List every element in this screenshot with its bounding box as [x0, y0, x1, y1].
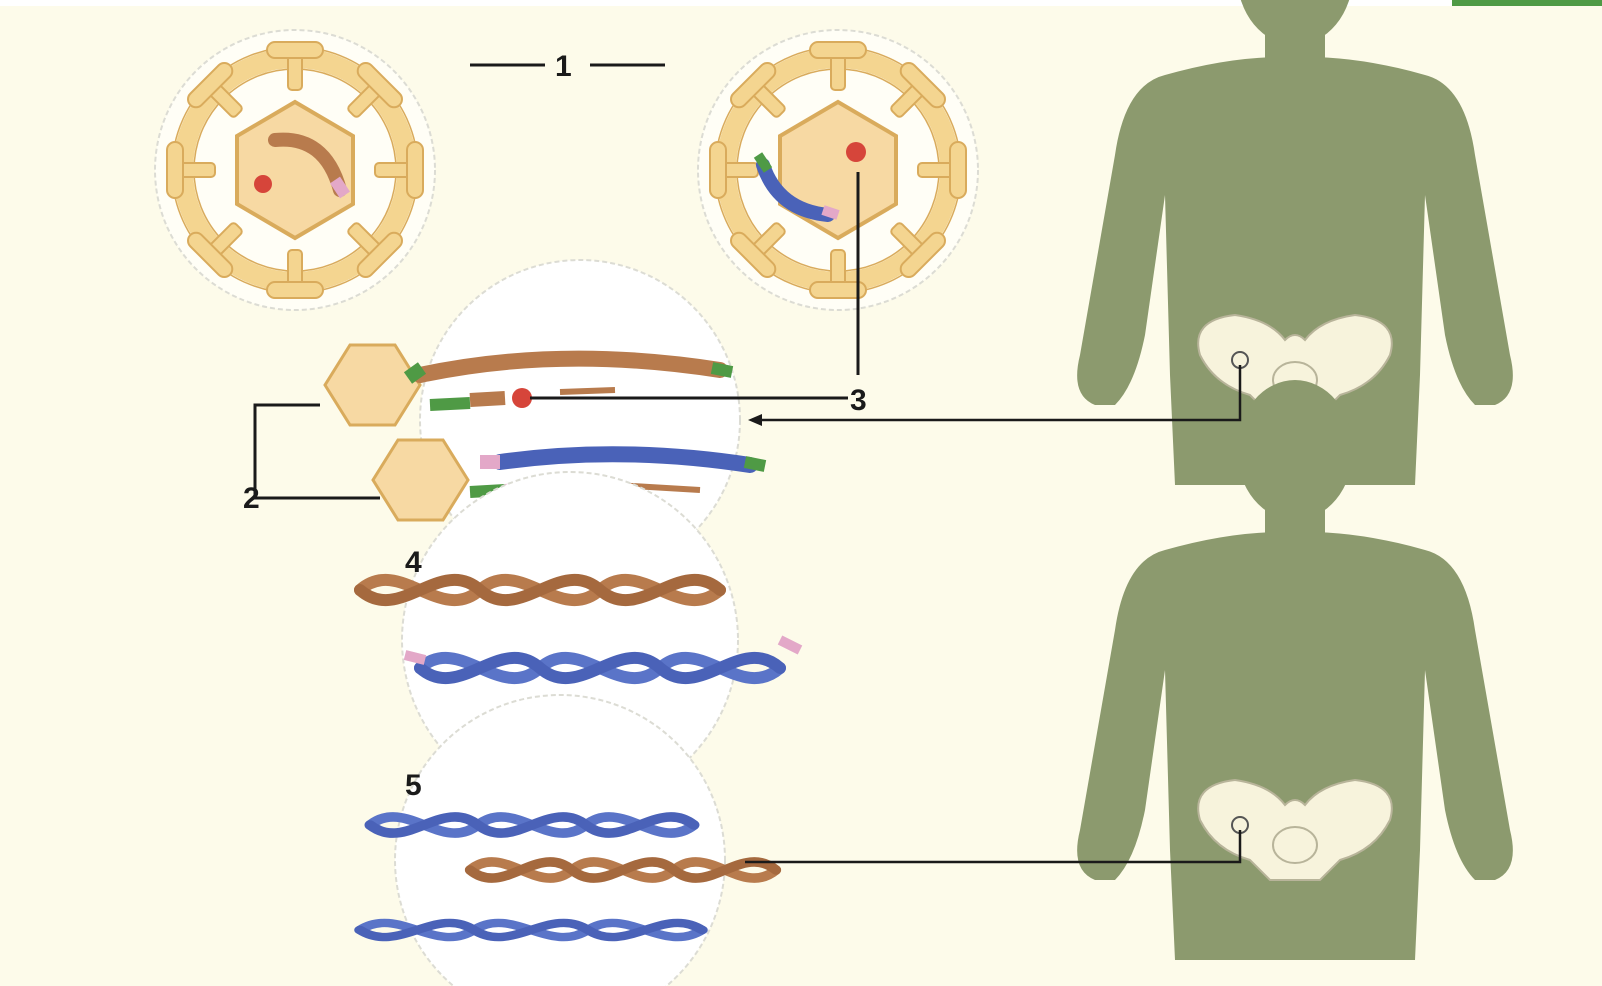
label-2: 2 — [243, 482, 260, 515]
label-3: 3 — [850, 384, 867, 417]
virion-left — [155, 30, 435, 310]
enzyme-right — [846, 142, 866, 162]
enzyme-left — [254, 175, 272, 193]
label-1: 1 — [555, 50, 572, 83]
label-4: 4 — [405, 546, 422, 579]
label-5: 5 — [405, 769, 422, 802]
virion-right — [698, 30, 978, 310]
